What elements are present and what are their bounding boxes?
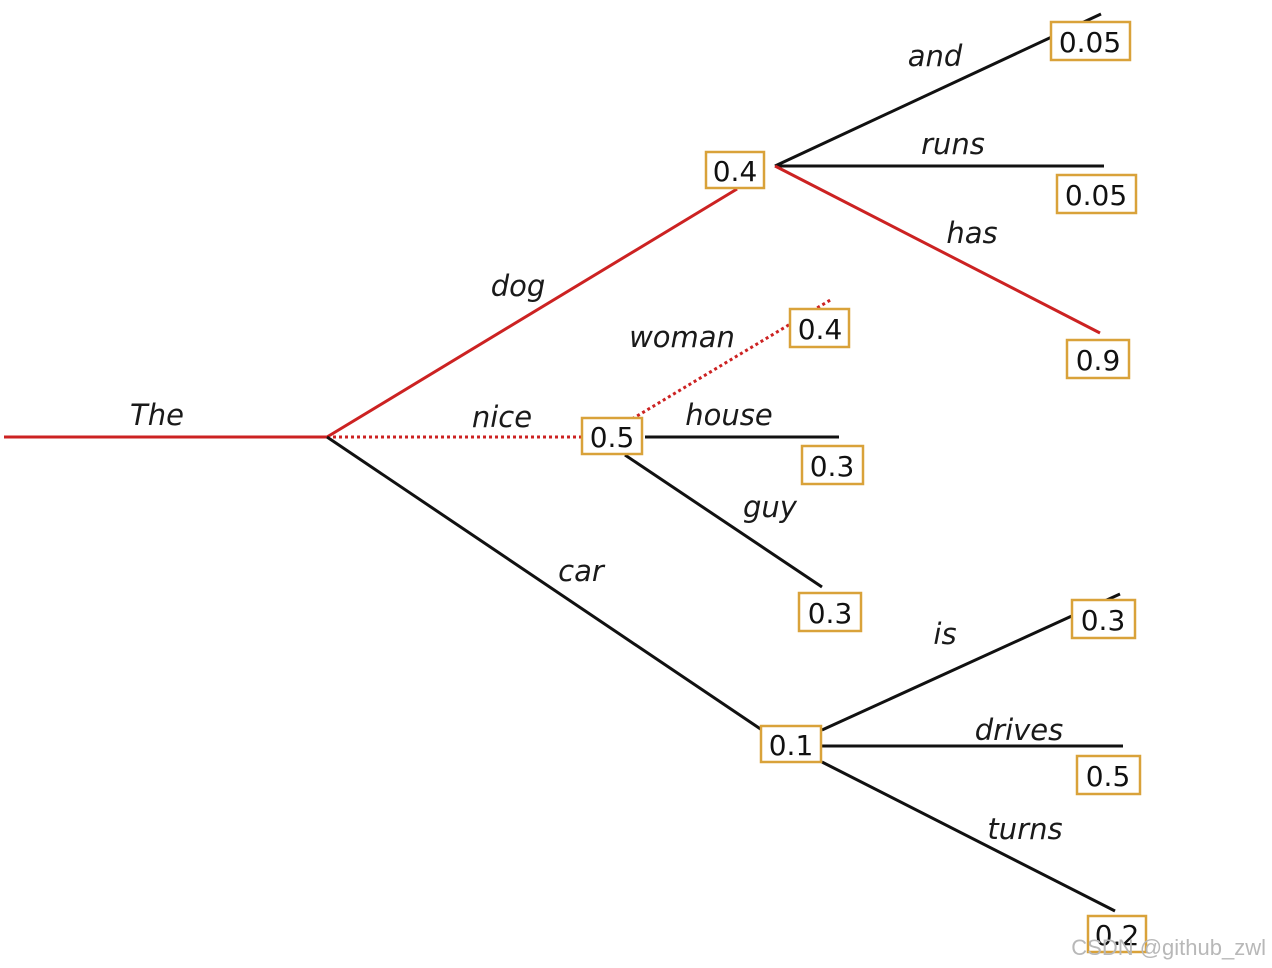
edge-and xyxy=(774,12,1102,168)
edge-has xyxy=(774,164,1101,335)
prob-guy: 0.3 xyxy=(808,597,853,630)
edge-car xyxy=(326,435,763,732)
prob-node-car: 0.1 xyxy=(759,724,823,764)
edge-is xyxy=(821,592,1121,732)
word-woman: woman xyxy=(629,320,735,354)
word-turns: turns xyxy=(987,812,1062,846)
prob-node-and: 0.05 xyxy=(1049,20,1132,62)
edge-turns xyxy=(821,760,1116,913)
prob-nice: 0.5 xyxy=(590,421,635,454)
prob-has: 0.9 xyxy=(1076,344,1121,377)
prob-is: 0.3 xyxy=(1081,604,1126,637)
prob-node-has: 0.9 xyxy=(1065,338,1131,380)
prob-node-house: 0.3 xyxy=(800,444,865,486)
word-the: The xyxy=(130,398,184,432)
prob-turns: 0.2 xyxy=(1095,919,1140,952)
prob-dog: 0.4 xyxy=(713,155,758,188)
prob-node-guy: 0.3 xyxy=(797,591,863,633)
prob-node-dog: 0.4 xyxy=(704,150,766,190)
prob-woman: 0.4 xyxy=(798,313,843,346)
prob-drives: 0.5 xyxy=(1086,760,1131,793)
prob-runs: 0.05 xyxy=(1065,179,1127,212)
word-has: has xyxy=(946,216,997,250)
word-drives: drives xyxy=(975,713,1064,747)
word-car: car xyxy=(558,554,606,588)
word-house: house xyxy=(685,398,772,432)
edge-dog xyxy=(326,187,738,439)
word-nice: nice xyxy=(472,400,532,434)
prob-node-nice: 0.5 xyxy=(580,416,644,456)
prob-node-drives: 0.5 xyxy=(1075,754,1142,796)
prob-node-woman: 0.4 xyxy=(788,307,851,349)
edge-guy xyxy=(624,453,823,589)
word-guy: guy xyxy=(743,490,798,524)
word-is: is xyxy=(933,617,956,651)
prob-node-runs: 0.05 xyxy=(1055,173,1138,215)
word-runs: runs xyxy=(921,127,985,161)
word-dog: dog xyxy=(491,269,546,303)
prob-car: 0.1 xyxy=(769,729,814,762)
prob-house: 0.3 xyxy=(810,450,855,483)
word-and: and xyxy=(908,39,963,73)
prob-node-is: 0.3 xyxy=(1070,598,1137,640)
prob-node-turns: 0.2 xyxy=(1086,914,1148,954)
watermark: CSDN @github_zwl xyxy=(1071,935,1266,960)
prob-and: 0.05 xyxy=(1059,26,1121,59)
